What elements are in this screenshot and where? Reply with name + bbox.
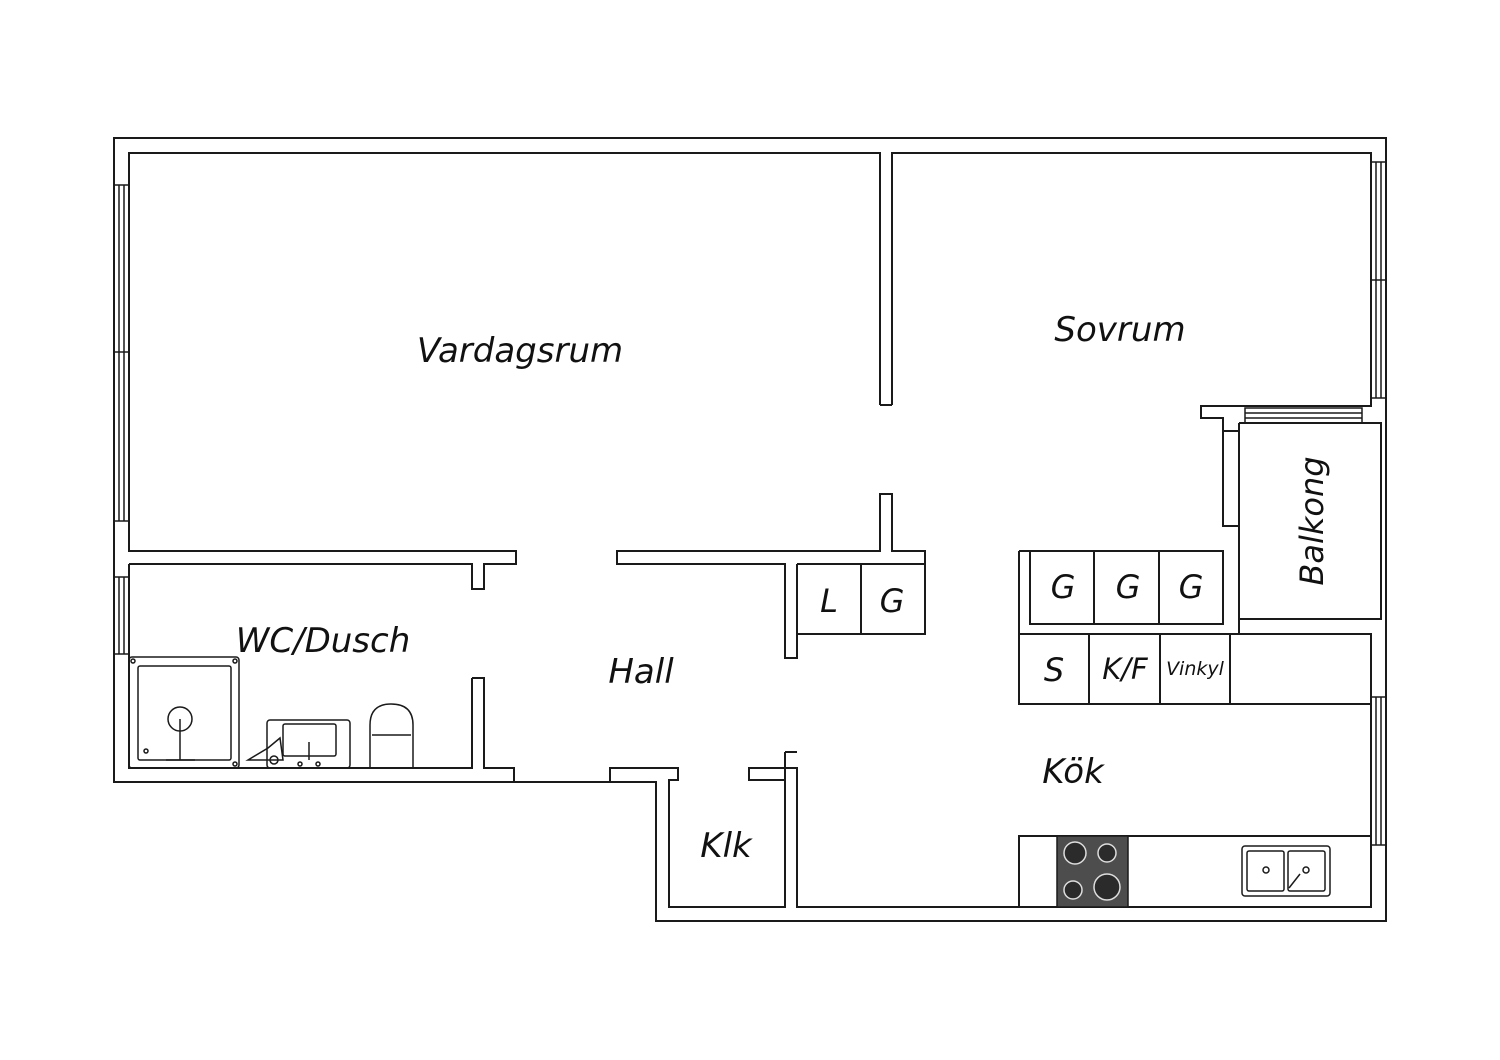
closet-label-g: G (1051, 568, 1076, 606)
klk-wall (609, 704, 1372, 908)
appliance-label-kf: K/F (1102, 652, 1149, 686)
hall-kitchen-wall (616, 493, 926, 659)
window-kok (1370, 696, 1387, 846)
room-label-sovrum: Sovrum (1054, 310, 1185, 350)
room-label-balkong: Balkong (1293, 456, 1331, 585)
appliance-label-vinkyl: Vinkyl (1166, 658, 1225, 680)
kitchen-sink-icon (1241, 845, 1331, 897)
kitchen-cabinets (1018, 550, 1372, 705)
window-wc (113, 576, 130, 655)
room-label-kok: Kök (1042, 752, 1105, 792)
closet-label-g: G (880, 582, 905, 620)
window-vardagsrum (113, 184, 130, 522)
shower-icon (128, 656, 240, 769)
vardagsrum-wall (128, 152, 881, 590)
room-label-vardagsrum: Vardagsrum (417, 331, 623, 371)
wc-wall (472, 677, 515, 782)
closet-label-g: G (1179, 568, 1204, 606)
room-label-hall: Hall (608, 652, 674, 692)
room-label-klk: Klk (700, 826, 753, 866)
sovrum-wall (891, 152, 1372, 432)
room-label-wc-dusch: WC/Dusch (236, 621, 411, 661)
outer-wall (113, 137, 1387, 922)
closet-label-g: G (1116, 568, 1141, 606)
stove-icon (1056, 835, 1129, 908)
sink-icon (245, 719, 351, 769)
toilet-icon (369, 703, 414, 768)
closet-label-l: L (820, 582, 838, 620)
appliance-label-s: S (1044, 651, 1064, 689)
window-balkong-door (1244, 407, 1363, 424)
kitchen-counter (1018, 835, 1371, 907)
window-sovrum (1370, 161, 1387, 399)
